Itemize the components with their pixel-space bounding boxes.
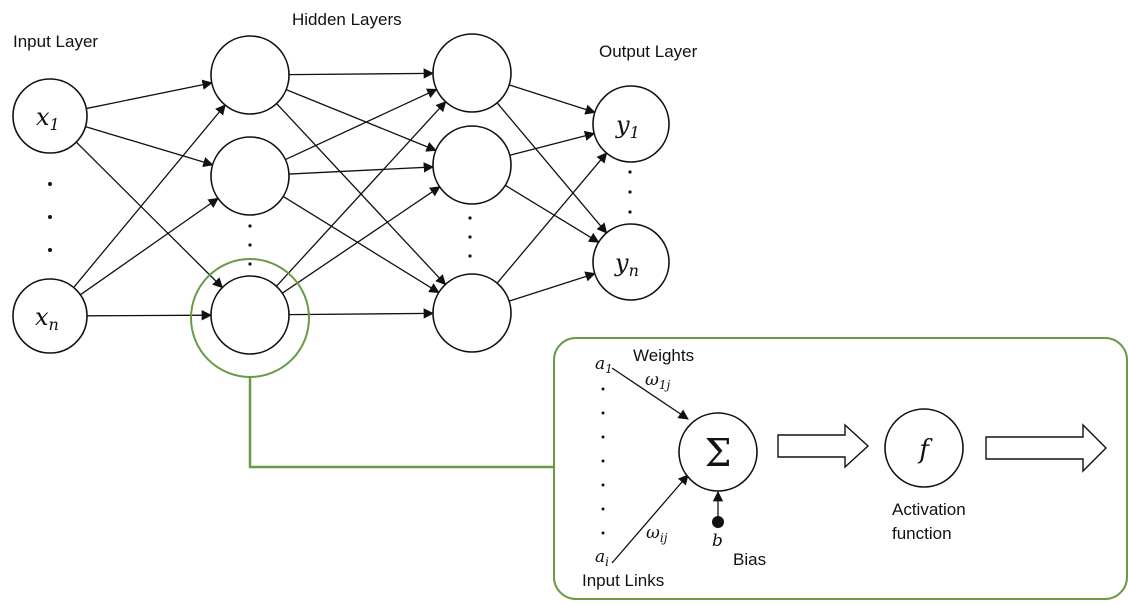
output-layer-label: Output Layer: [599, 42, 698, 61]
hidden1-node-mid: [210, 136, 290, 216]
hidden2-output-edge-2-1: [508, 271, 596, 302]
weight-arrow-bottom: [611, 474, 689, 564]
output-ellipsis: [628, 170, 632, 214]
b-symbol: b: [712, 531, 723, 551]
weights-label: Weights: [633, 346, 694, 365]
highlight-callout: [190, 258, 1128, 600]
hidden1-hidden2-edge-1-1: [288, 162, 435, 175]
hidden2-node-mid: [432, 125, 512, 205]
hidden2-output-edge-1-1: [504, 184, 600, 243]
a1-symbol: a1: [595, 354, 613, 376]
weight-arrow-top: [611, 367, 689, 420]
input-links-label: Input Links: [582, 571, 664, 590]
hidden1-node-bottom: [210, 275, 290, 355]
output-node-y1: y1: [592, 85, 670, 163]
input-hidden1-edge-1-2: [86, 310, 213, 321]
neuron-detail: Weights a1 ω1j ωij ai Σ b Bias Input Lin…: [582, 346, 1107, 590]
hidden2-output-edge-0-0: [508, 84, 596, 115]
hidden1-hidden2-edge-1-0: [285, 88, 438, 161]
ai-symbol: ai: [595, 547, 609, 569]
hidden2-node-bottom: [432, 273, 512, 353]
activation-label-line2: function: [892, 524, 952, 543]
network-connections: [73, 68, 608, 321]
hidden1-hidden2-edge-0-1: [285, 89, 437, 152]
hidden1-hidden2-edge-2-2: [288, 308, 435, 319]
input-ellipsis: [48, 182, 52, 252]
output-block-arrow-icon: [985, 423, 1107, 473]
hidden-layers-label: Hidden Layers: [292, 10, 402, 29]
input-hidden1-edge-0-0: [86, 79, 213, 110]
hidden2-output-edge-1-0: [509, 130, 596, 156]
omegaij-symbol: ωij: [646, 523, 668, 545]
input-hidden1-edge-1-1: [79, 197, 219, 296]
input-node-x1: x1: [12, 78, 88, 154]
input-node-xn: xn: [12, 278, 88, 354]
hidden1-ellipsis: [248, 224, 252, 266]
x1-symbol: x1: [36, 103, 60, 134]
omega1j-symbol: ω1j: [645, 370, 671, 392]
xn-symbol: xn: [35, 303, 59, 334]
activation-node: [884, 408, 964, 488]
hidden2-output-edge-0-1: [496, 102, 608, 234]
hidden1-hidden2-edge-2-0: [275, 100, 447, 287]
hidden2-node-top: [432, 33, 512, 113]
bias-label: Bias: [733, 550, 766, 569]
input-links-ellipsis: [601, 387, 605, 535]
input-layer-label: Input Layer: [13, 32, 98, 51]
block-arrow-right-icon: [777, 423, 870, 469]
yn-symbol: yn: [614, 249, 639, 280]
hidden1-hidden2-edge-2-1: [281, 186, 441, 294]
hidden1-hidden2-edge-1-2: [282, 195, 440, 294]
output-node-yn: yn: [592, 223, 670, 301]
input-hidden1-edge-0-1: [85, 126, 214, 168]
input-hidden1-edge-1-0: [73, 104, 226, 288]
hidden1-hidden2-edge-0-0: [288, 68, 435, 79]
activation-label-line1: Activation: [892, 500, 966, 519]
y1-symbol: y1: [615, 111, 640, 142]
hidden1-node-top: [210, 35, 290, 115]
bias-dot: [712, 516, 724, 528]
input-hidden1-edge-0-2: [75, 141, 224, 289]
hidden2-ellipsis: [468, 216, 472, 258]
sigma-symbol: Σ: [705, 431, 732, 475]
hidden2-output-edge-2-0: [496, 152, 608, 284]
